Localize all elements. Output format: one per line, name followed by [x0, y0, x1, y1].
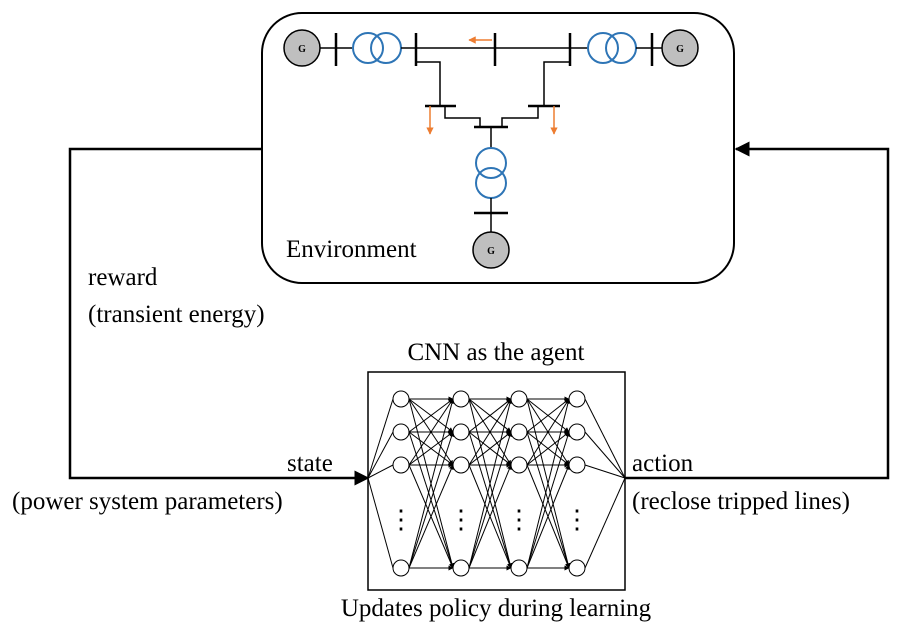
neuron-node [510, 423, 528, 441]
neuron-node [568, 559, 586, 577]
reward-label: reward [88, 264, 158, 291]
agent-frame [367, 371, 626, 591]
generator-symbol: G [487, 246, 495, 257]
neuron-node [392, 456, 410, 474]
transformer-top-right [570, 32, 664, 64]
network-edge [526, 398, 570, 433]
network-edge [468, 431, 513, 569]
input-edge [367, 464, 394, 479]
transmission-line [444, 106, 481, 127]
state-detail: (power system parameters) [12, 488, 283, 515]
generator-symbol: G [298, 44, 306, 55]
input-edge [367, 431, 394, 479]
network-edge [526, 431, 570, 466]
neuron-node [452, 456, 470, 474]
environment-label: Environment [286, 236, 417, 263]
network-edge [408, 398, 454, 433]
neuron-node [452, 559, 470, 577]
transformer-bottom [475, 147, 507, 199]
action-path [625, 141, 890, 480]
neuron-node [510, 456, 528, 474]
network-edge [468, 398, 513, 569]
network-edge [526, 431, 571, 569]
transmission-line-left [416, 61, 441, 106]
action-detail: (reclose tripped lines) [632, 488, 850, 515]
reward-state-path [68, 147, 370, 486]
generator-top-right: G [661, 29, 699, 67]
neuron-node [392, 390, 410, 408]
neuron-node [452, 390, 470, 408]
output-edge [584, 477, 626, 569]
transformer-icon [587, 32, 619, 64]
network-edge [408, 398, 454, 466]
neuron-node [568, 423, 586, 441]
neuron-node [452, 423, 470, 441]
network-edge [408, 464, 454, 569]
transmission-line [501, 106, 539, 127]
network-edge [526, 464, 570, 569]
generator-top-left: G [283, 29, 352, 67]
transformer-icon [475, 147, 507, 179]
output-edge [584, 431, 626, 479]
generator-icon [283, 29, 321, 67]
network-edge [408, 431, 454, 569]
input-edge [367, 398, 394, 479]
agent-title: CNN as the agent [407, 339, 584, 366]
network-edge [468, 464, 512, 569]
generator-icon [472, 231, 510, 269]
action-label: action [632, 450, 694, 477]
network-edge [526, 398, 571, 569]
network-edge [408, 431, 454, 466]
transformer-top-left [352, 32, 416, 64]
neural-network: ⋮ ⋮ ⋮ ⋮ [367, 390, 626, 577]
generator-icon [661, 29, 699, 67]
environment-box: G G [261, 12, 735, 284]
neuron-node [510, 390, 528, 408]
output-edge [584, 398, 626, 479]
network-edge [468, 398, 512, 433]
agent-caption: Updates policy during learning [341, 595, 652, 622]
neuron-node [568, 456, 586, 474]
ellipsis: ⋮ [388, 505, 414, 534]
transformer-icon [352, 32, 384, 64]
state-label: state [287, 450, 333, 477]
reward-detail: (transient energy) [88, 301, 265, 328]
ellipsis: ⋮ [506, 505, 532, 534]
network-edge [468, 398, 512, 466]
generator-symbol: G [676, 44, 684, 55]
neuron-node [510, 559, 528, 577]
network-edge [526, 398, 570, 466]
generator-bottom: G [472, 231, 510, 269]
ellipsis: ⋮ [564, 505, 590, 534]
neuron-node [392, 423, 410, 441]
ellipsis: ⋮ [448, 505, 474, 534]
output-edge [584, 464, 626, 479]
neuron-node [568, 390, 586, 408]
network-edge [408, 398, 455, 569]
input-edge [367, 477, 394, 569]
transmission-line-right [543, 61, 570, 106]
network-edge [468, 431, 512, 466]
neuron-node [392, 559, 410, 577]
